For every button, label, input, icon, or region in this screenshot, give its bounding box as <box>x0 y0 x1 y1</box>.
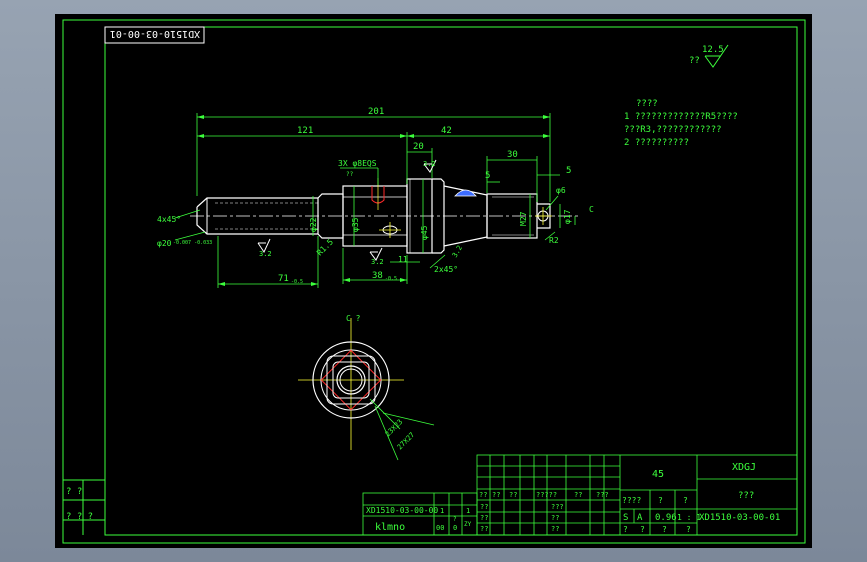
notes-line-3: 2 ?????????? <box>624 138 689 148</box>
dim-phi22: φ22 <box>309 217 318 232</box>
left-margin-row-2: ? ? ? <box>66 512 93 522</box>
tb-weight: 0.96 <box>655 513 677 523</box>
tb-drawing-no: XD1510-03-00-01 <box>699 513 780 523</box>
tb-company: XDGJ <box>732 462 756 473</box>
tb-part-name: ??? <box>738 491 754 501</box>
dim-42: 42 <box>441 126 452 136</box>
title-block <box>362 454 798 536</box>
dim-phi20: φ20 <box>157 239 172 248</box>
tb-sign-hdr-2: ?? <box>492 491 500 499</box>
tb-sign-hdr-3: ?? <box>509 491 517 499</box>
tb-assy-col3: 00 <box>436 524 444 532</box>
dim-chamfer-left: 4x45° <box>157 215 181 224</box>
tb-designer-row-q: ?? <box>480 503 488 511</box>
left-margin-row-1: ? ? <box>66 487 82 497</box>
tb-sign-hdr-5: ?? <box>574 491 582 499</box>
dim-r2: R2 <box>549 236 559 245</box>
dimension-lines <box>174 113 576 288</box>
roughness-symbols <box>257 159 437 261</box>
rough-32a: 3.2 <box>259 250 272 258</box>
section-c-title: C ? <box>346 314 361 323</box>
dim-30: 30 <box>507 150 518 160</box>
tb-stage-s: S <box>623 513 628 523</box>
stamp-code-text: XD1510-03-00-01 <box>110 28 200 39</box>
roughness-other-symbol: ?? 12.5 <box>689 44 729 68</box>
tb-sign-hdr-4: ????? <box>536 491 557 499</box>
notes-line-1: 1 ?????????????R5???? <box>624 112 738 122</box>
dim-201: 201 <box>368 107 384 117</box>
dim-holes-sub: ?? <box>346 171 354 178</box>
rough-32c: 3.2 <box>423 160 436 168</box>
tb-assy-col5: ZY <box>464 521 472 528</box>
shaft-front-view <box>190 178 580 254</box>
dim-5a: 5 <box>566 166 571 176</box>
tb-bottom-q1: ? <box>623 525 628 534</box>
paper <box>55 14 812 548</box>
dim-holes: 3X φ8EQS <box>338 159 377 168</box>
tb-assy-col2: 1 <box>466 507 470 515</box>
tb-bottom-q3: ? <box>662 525 667 534</box>
outer-frame <box>62 19 806 544</box>
dim-5b: 5 <box>485 171 490 181</box>
dim-m27: M27 <box>519 211 528 226</box>
tb-sign-hdr-1: ?? <box>479 491 487 499</box>
dimension-arrows <box>197 115 550 286</box>
tb-stage-q2: ? <box>683 496 688 505</box>
dim-38: 38 <box>372 271 383 281</box>
dim-11: 11 <box>398 255 408 264</box>
tb-sheet-q-3: ?? <box>480 525 488 533</box>
roughness-125-label: 12.5 <box>702 45 724 55</box>
dim-phi35: φ35 <box>351 217 360 232</box>
tb-assembly-no: XD1510-03-00-00 <box>366 506 438 515</box>
dim-phi20-tol: -0.007 -0.033 <box>173 240 212 246</box>
roughness-other-label: ?? <box>689 56 700 66</box>
tb-stage-a: A <box>637 513 643 523</box>
left-margin-table <box>63 479 105 535</box>
notes-line-2: ???R3,???????????? <box>624 125 722 135</box>
tb-std-row-q: ??? <box>551 503 564 511</box>
dim-chamfer-right: 2x45° <box>434 265 458 274</box>
tb-assy-col4: 0 <box>453 524 457 532</box>
dim-20: 20 <box>413 142 424 152</box>
tb-stage-q1: ? <box>658 496 663 505</box>
section-c-label: C <box>589 205 594 214</box>
rough-32b: 3.2 <box>371 258 384 266</box>
dim-71: 71 <box>278 274 289 284</box>
technical-notes: ???? 1 ?????????????R5???? ???R3,???????… <box>624 99 738 148</box>
tb-sheet-q-1: ?? <box>480 514 488 522</box>
dim-38-tol: -0.5 <box>385 276 397 282</box>
code-stamp: XD1510-03-00-01 <box>104 26 205 44</box>
dim-121: 121 <box>297 126 313 136</box>
tb-stage-label: ???? <box>622 496 641 505</box>
tb-assy-col1: 1 <box>440 507 444 515</box>
tb-scale: 1 : 1 <box>677 513 701 522</box>
tb-assy-col6: ? <box>453 516 457 523</box>
tb-material: 45 <box>652 469 664 480</box>
tb-designer: klmno <box>375 522 405 533</box>
dim-phi17: φ17 <box>563 209 572 224</box>
tb-bottom-q2: ? <box>640 525 645 534</box>
notes-title: ???? <box>636 99 658 109</box>
tb-bottom-q4: ? <box>686 525 691 534</box>
dim-71-tol: -0.5 <box>291 279 303 285</box>
dim-phi6: φ6 <box>556 186 566 195</box>
dim-phi45: φ45 <box>420 225 429 240</box>
tb-sign-hdr-6: ??? <box>596 491 609 499</box>
tb-sheet-q-4: ?? <box>551 525 559 533</box>
tb-sheet-q-2: ?? <box>551 514 559 522</box>
